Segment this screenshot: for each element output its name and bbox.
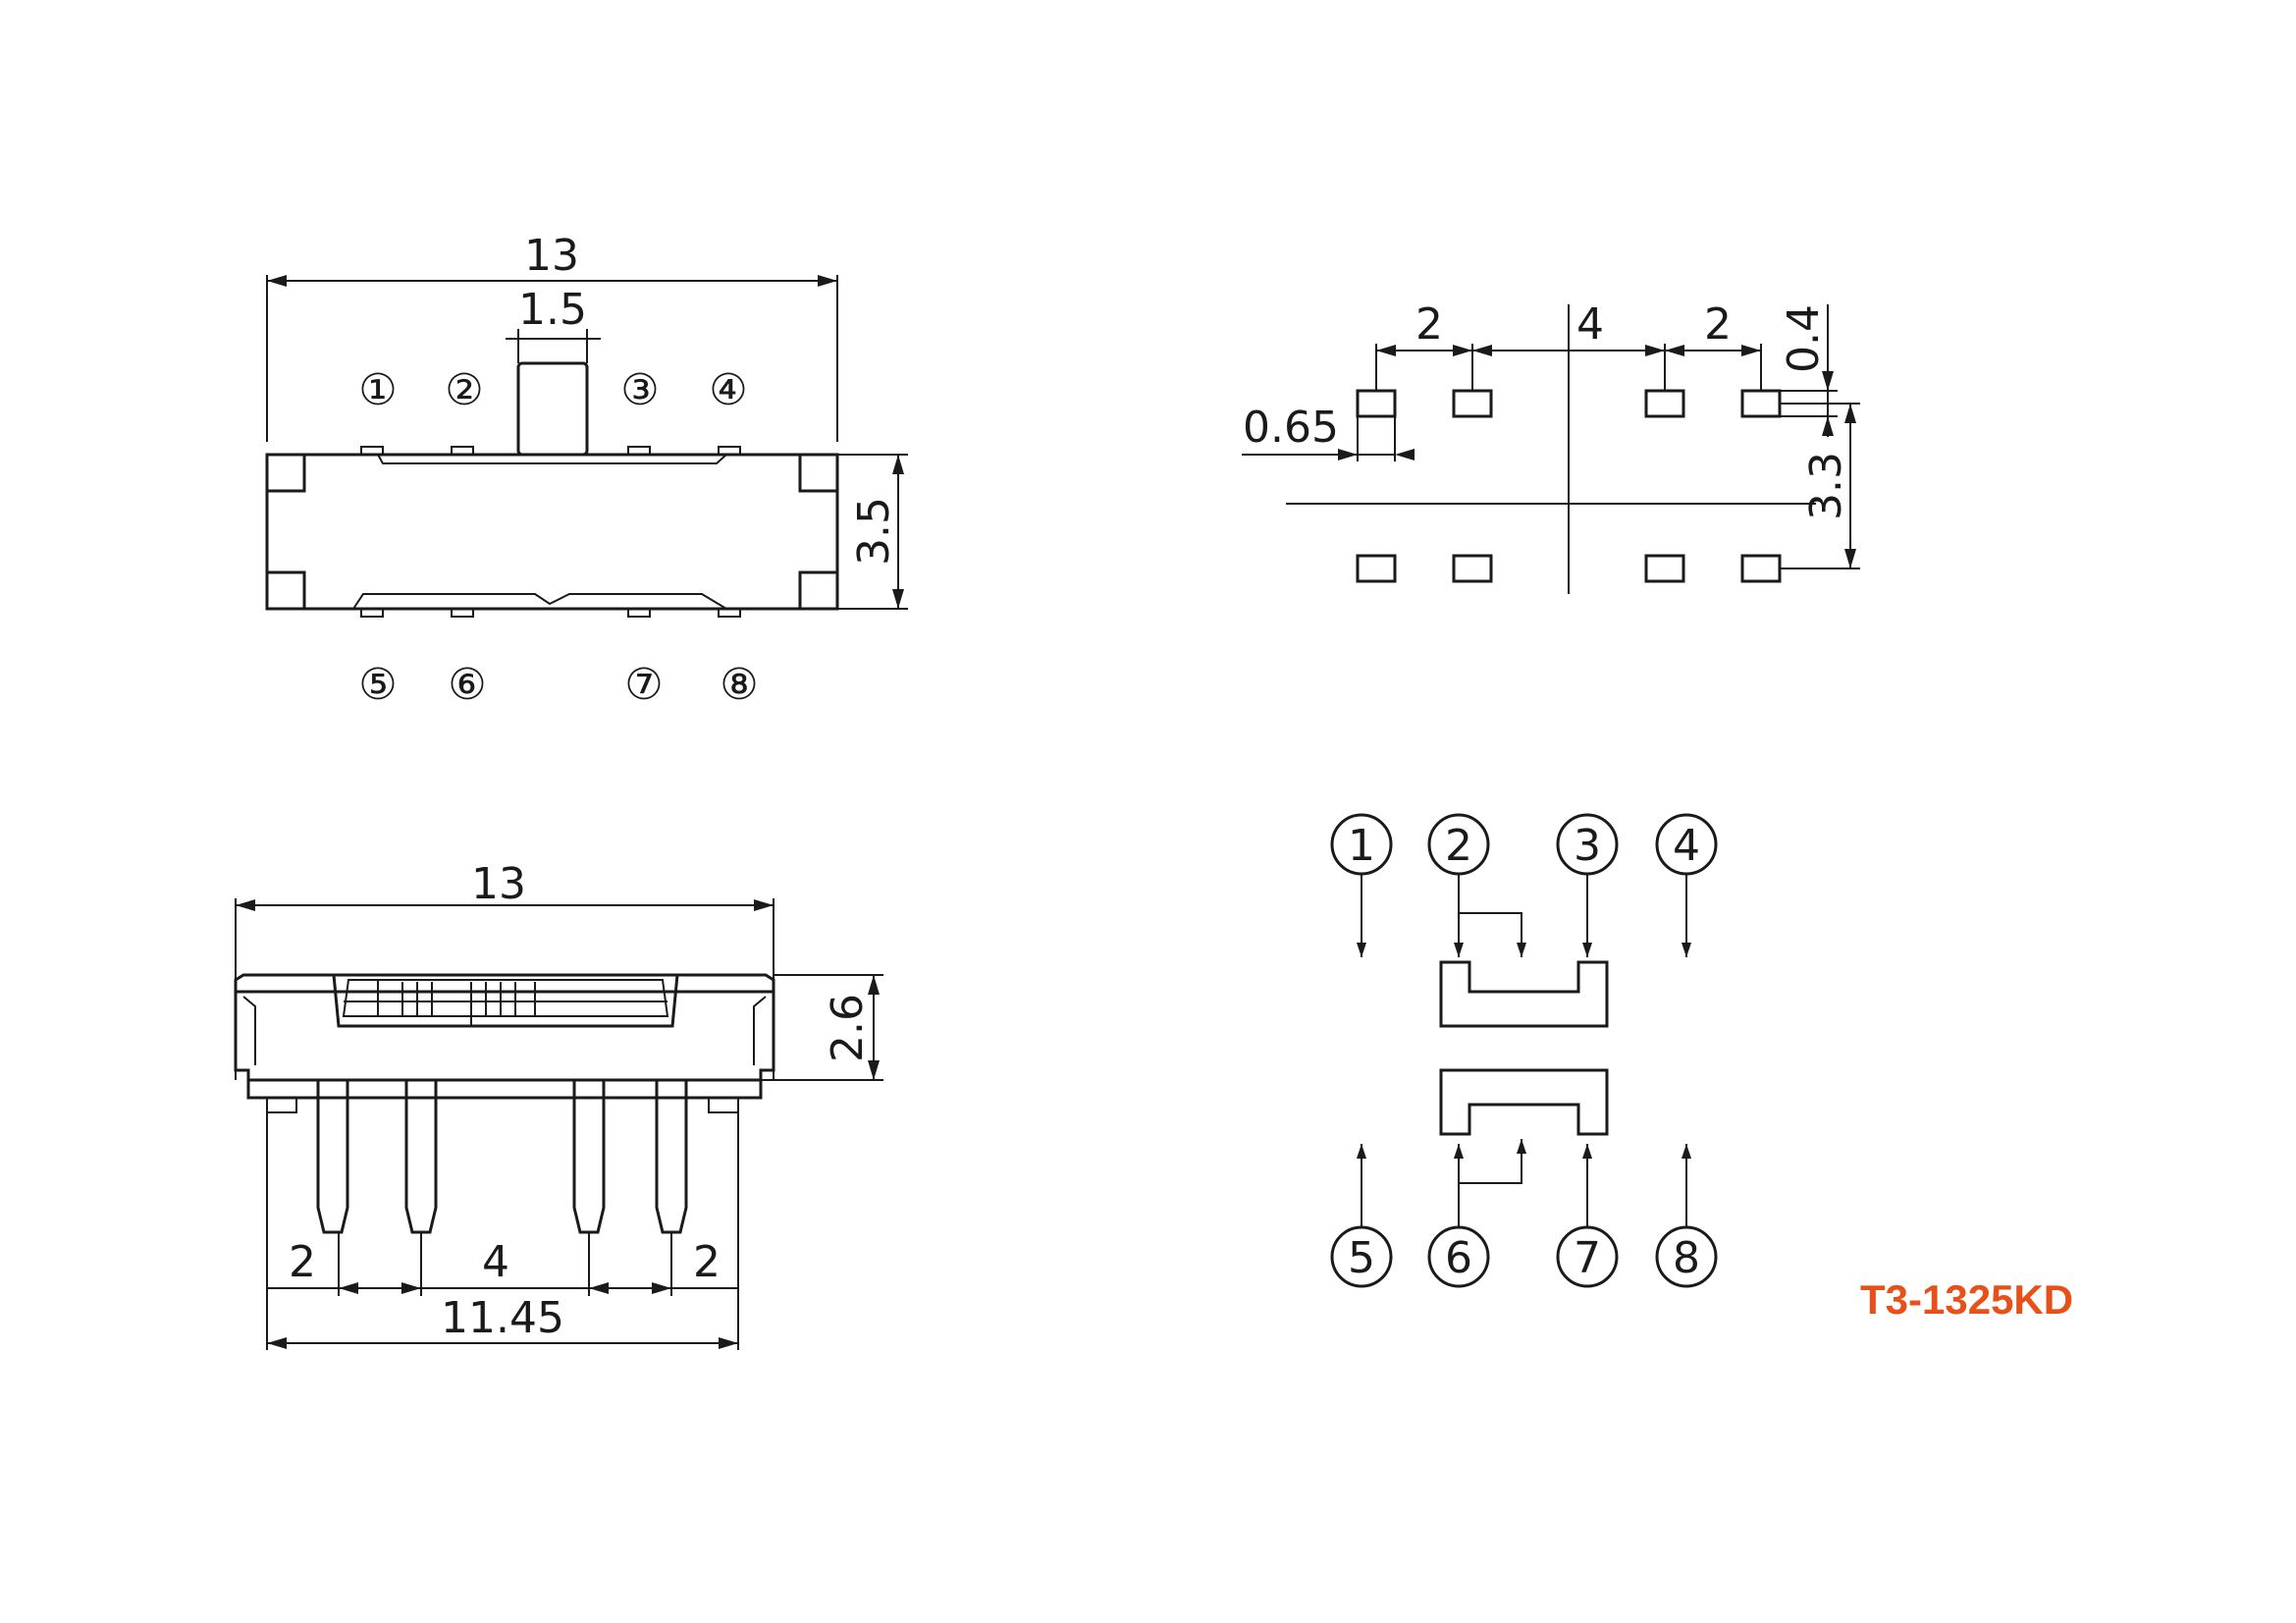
- schematic-pin-8: 8: [1673, 1233, 1700, 1283]
- schematic-pin-5: 5: [1348, 1233, 1375, 1283]
- dim-pitch-center: 4: [482, 1237, 509, 1287]
- schematic-pin-7: 7: [1574, 1233, 1601, 1283]
- part-number-label: T3-1325KD: [1860, 1276, 2074, 1323]
- dim-pcb-pad-width: 0.65: [1243, 403, 1339, 453]
- contact-bottom: [1439, 1068, 1609, 1136]
- pad: [1356, 554, 1397, 583]
- switch-body: [265, 453, 839, 611]
- dim-actuator-width: 1.5: [518, 285, 587, 335]
- pad: [1452, 389, 1493, 418]
- schematic-pin-2: 2: [1445, 821, 1472, 871]
- pin-label-8: ⑧: [720, 660, 758, 710]
- dim-height: 3.5: [849, 497, 899, 566]
- pin-label-6: ⑥: [448, 660, 486, 710]
- schematic-pin-6: 6: [1445, 1233, 1472, 1283]
- contact-top: [1439, 960, 1609, 1028]
- pcb-layout: 2 4 2 0.65 0.4 3.3: [1242, 299, 1860, 594]
- schematic-pin-4: 4: [1673, 821, 1700, 871]
- pad: [1452, 554, 1493, 583]
- dim-side-height: 2.6: [823, 994, 873, 1062]
- side-view: 13 2.6: [234, 859, 883, 1350]
- dim-pcb-left: 2: [1415, 299, 1443, 350]
- pin-label-5: ⑤: [358, 660, 397, 710]
- pad: [1740, 389, 1782, 418]
- dim-pitch-right: 2: [693, 1237, 721, 1287]
- top-view: 13 1.5 3.5 ① ②: [265, 231, 908, 710]
- dim-pcb-center: 4: [1576, 299, 1604, 350]
- schematic: 1 2 3 4 5 6 7 8: [1330, 813, 1718, 1288]
- actuator: [516, 361, 589, 457]
- pad: [1644, 554, 1685, 583]
- dim-side-overall-width: 13: [471, 859, 526, 909]
- pin-label-1: ①: [358, 365, 397, 415]
- dim-pcb-pad-height: 0.4: [1779, 304, 1829, 373]
- dim-pcb-row-spacing: 3.3: [1801, 452, 1851, 520]
- dim-pitch-left: 2: [289, 1237, 316, 1287]
- dim-overall-width: 13: [524, 231, 579, 281]
- pad: [1356, 389, 1397, 418]
- pad: [1644, 389, 1685, 418]
- pin-label-7: ⑦: [624, 660, 663, 710]
- pin-label-4: ④: [709, 365, 747, 415]
- dim-pin-span: 11.45: [441, 1293, 564, 1343]
- pad: [1740, 554, 1782, 583]
- schematic-pin-3: 3: [1574, 821, 1601, 871]
- schematic-pin-1: 1: [1348, 821, 1375, 871]
- pin-label-2: ②: [445, 365, 483, 415]
- pin-label-3: ③: [620, 365, 659, 415]
- dim-pcb-right: 2: [1704, 299, 1732, 350]
